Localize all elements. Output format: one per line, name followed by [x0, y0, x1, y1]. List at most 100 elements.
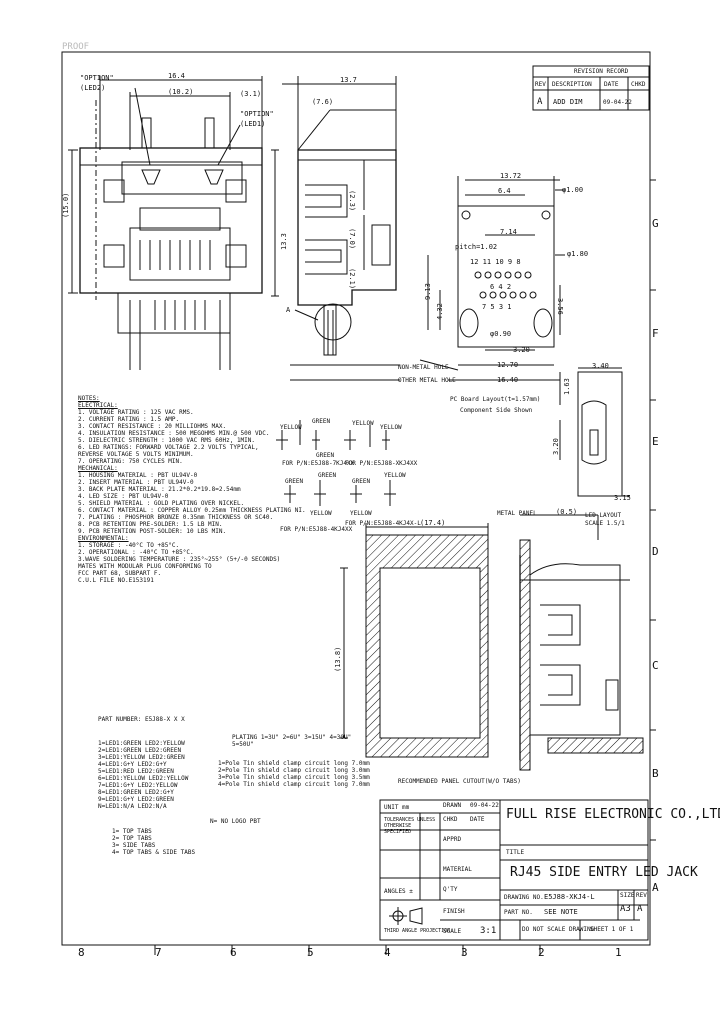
note-line: 3. BACK PLATE MATERIAL : 21.2*0.2*19.8=2…: [78, 486, 241, 493]
revision-table: [532, 65, 650, 111]
note-line: 6. LED RATINGS: FORWARD VOLTAGE 2.2 VOLT…: [78, 444, 259, 451]
grid-ticks: [154, 179, 656, 955]
dim-side-d2: (7.0): [348, 228, 356, 250]
option-label-1: "OPTION": [80, 74, 114, 82]
plating-options: PLATING 1=3U" 2=6U" 3=15U" 4=30U" 5=50U": [232, 734, 352, 748]
note-line: 7. OPERATING: 750 CYCLES MIN.: [78, 458, 183, 465]
rev-header: REV: [535, 81, 546, 88]
pcb-dim-432: 4.32: [436, 303, 444, 320]
led-layout: [559, 367, 630, 497]
tab-option: 3= SIDE TABS: [112, 842, 156, 849]
grid-col-label: 2: [538, 946, 545, 959]
pcb-caption: PC Board Layout(t=1.57mm): [450, 396, 541, 403]
header-watermark: PROOF: [62, 42, 90, 52]
company-name: FULL RISE ELECTRONIC CO.,LTD: [506, 807, 720, 822]
side-view: [271, 76, 400, 381]
led-color-label: GREEN: [352, 478, 371, 485]
led-layout-caption: LED LAYOUT: [585, 512, 622, 519]
dim-front-small: (3.1): [240, 90, 262, 98]
note-line: 3. CONTACT RESISTANCE : 20 MILLIOHMS MAX…: [78, 423, 227, 430]
drawing-no-label: DRAWING NO.: [504, 894, 544, 901]
tab-option: 2= TOP TABS: [112, 835, 152, 842]
note-line: 4. INSULATION RESISTANCE : 500 MEGOHMS M…: [78, 430, 270, 437]
grid-col-label: 1: [615, 946, 622, 959]
pin-option: 2=Pole Tin shield clamp circuit long 3.0…: [218, 767, 370, 774]
note-line: 1. VOLTAGE RATING : 125 VAC RMS.: [78, 409, 194, 416]
tab-options: 1= TOP TABS 2= TOP TABS 3= SIDE TABS 4= …: [112, 828, 195, 856]
revision-title: REVISION RECORD: [574, 68, 629, 75]
pin-option: 3=Pole Tin shield clamp circuit long 3.5…: [218, 774, 370, 781]
pcb-dim-1270: 12.70: [497, 361, 519, 369]
logo-option: N= NO LOGO PBT: [210, 818, 261, 825]
led-dim-315: 3.15: [614, 494, 631, 502]
led-color-label: GREEN: [318, 472, 337, 479]
pcb-caption-2: Component Side Shown: [460, 407, 533, 414]
rev-label: REV: [636, 892, 647, 899]
grid-col-label: 3: [461, 946, 468, 959]
pcb-holes-top: [474, 271, 532, 279]
date-label: DATE: [470, 816, 485, 823]
led-color-label: GREEN: [285, 478, 304, 485]
led-part-note: FOR P/N:E5J88-4KJ4X-L: [345, 520, 421, 527]
note-nonmetal-hole: NON-METAL HOLE: [398, 364, 449, 371]
led-option: 5=LED1:RED LED2:GREEN: [98, 768, 174, 775]
led-option: 1=LED1:GREEN LED2:YELLOW: [98, 740, 185, 747]
title-block: [379, 799, 649, 941]
pins: [154, 300, 206, 330]
grid-row-label: E: [652, 435, 659, 448]
drawn-date: 09-04-22: [470, 802, 499, 809]
dim-side-small: (7.6): [312, 98, 334, 106]
notes-title: NOTES:: [78, 395, 100, 402]
pcb-pins-bottom: 7 5 3 1: [482, 303, 512, 311]
scale-label: SCALE: [443, 928, 462, 935]
grid-row-label: C: [652, 659, 659, 672]
contacts: [139, 240, 211, 270]
note-line: 8. PCB RETENTION PRE-SOLDER: 1.5 LB MIN.: [78, 521, 223, 528]
led1-label: (LED1): [240, 120, 266, 128]
grid-col-label: 8: [78, 946, 85, 959]
product-title: RJ45 SIDE ENTRY LED JACK: [510, 865, 698, 880]
led-option: N=LED1:N/A LED2:N/A: [98, 803, 167, 810]
rev-date: 09-04-22: [603, 99, 632, 106]
tab-option: 4= TOP TABS & SIDE TABS: [112, 849, 196, 856]
note-line: 6. CONTACT MATERIAL : COPPER ALLOY 0.25m…: [78, 507, 306, 514]
dim-side-d1: (2.3): [348, 190, 356, 212]
dim-side-height: 13.3: [280, 233, 288, 250]
led-option: 8=LED1:GREEN LED2:G+Y: [98, 789, 174, 796]
notes-electrical-title: ELECTRICAL:: [78, 402, 118, 409]
note-other-hole: OTHER METAL HOLE: [398, 377, 456, 384]
panel-dim-05: (0.5): [556, 508, 578, 516]
note-line: 7. PLATING : PHOSPHOR BRONZE 0.35mm THIC…: [78, 514, 274, 521]
note-line: FCC PART 68, SUBPART F.: [78, 570, 162, 577]
note-line: 2. INSERT MATERIAL : PBT UL94V-0: [78, 479, 194, 486]
rev-value: A: [537, 97, 543, 107]
angles-label: ANGLES ±: [384, 888, 413, 895]
led-options: 1=LED1:GREEN LED2:YELLOW 2=LED1:GREEN LE…: [98, 740, 188, 810]
note-line: 9. PCB RETENTION POST-SOLDER: 10 LBS MIN…: [78, 528, 227, 535]
sheet-label: SHEET 1 OF 1: [590, 926, 634, 933]
led-option: 4=LED1:G+Y LED2:G+Y: [98, 761, 167, 768]
panel-cutout: [340, 514, 644, 771]
pin-option: 4=Pole Tin shield clamp circuit long 7.0…: [218, 781, 370, 788]
option-label-2: "OPTION": [240, 110, 274, 118]
grid-row-label: F: [652, 327, 659, 340]
led-color-label: GREEN: [312, 418, 331, 425]
rev-desc: ADD DIM: [553, 98, 583, 106]
led-option: 6=LED1:YELLOW LED2:YELLOW: [98, 775, 189, 782]
pcb-dim-714: 7.14: [500, 228, 517, 236]
note-line: 1. STORAGE : -40°C TO +85°C.: [78, 542, 180, 549]
note-line: 5. DIELECTRIC STRENGTH : 1000 VAC RMS 60…: [78, 437, 256, 444]
part-number-label: PART NUMBER: E5J88-X X X: [98, 716, 185, 723]
led-color-label: GREEN: [316, 452, 335, 459]
section-label-a: A: [286, 306, 291, 314]
title-label: TITLE: [506, 849, 525, 856]
checked-label: CHKD: [443, 816, 458, 823]
pcb-dim-64: 6.4: [498, 187, 511, 195]
metal-panel-label: METAL PANEL: [497, 510, 537, 517]
led-color-label: YELLOW: [380, 424, 402, 431]
grid-row-label: D: [652, 545, 659, 558]
pcb-dim-1372: 13.72: [500, 172, 522, 180]
dim-front-inner: (10.2): [168, 88, 194, 96]
note-line: 2. OPERATIONAL : -40°C TO +85°C.: [78, 549, 194, 556]
rev-header-date: DATE: [604, 81, 619, 88]
